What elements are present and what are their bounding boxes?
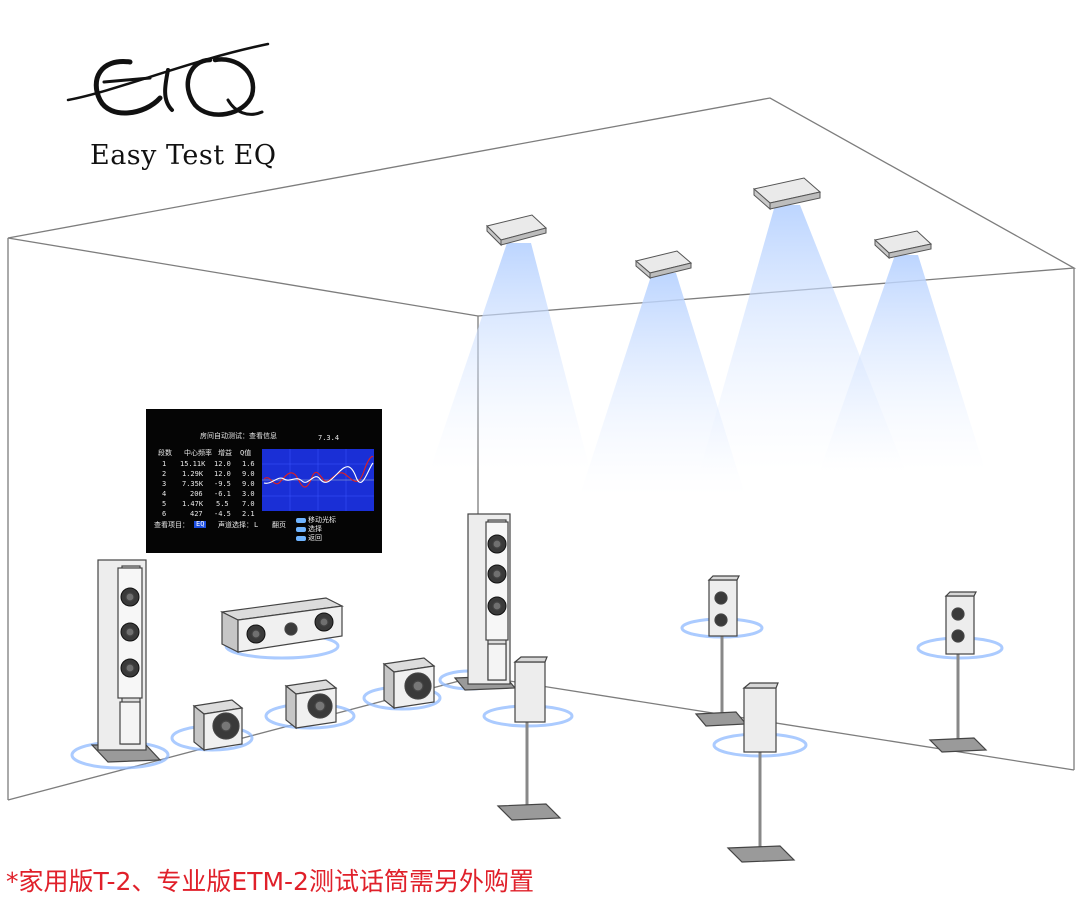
table-header: Q值 xyxy=(240,449,252,457)
table-cell: 1.47K xyxy=(182,500,204,508)
surround-speaker-stand xyxy=(928,591,988,753)
remote-key-icon xyxy=(296,517,306,523)
table-cell: 5.5 xyxy=(216,500,229,508)
subwoofer xyxy=(192,699,244,752)
logo-text: Easy Test EQ xyxy=(90,140,277,171)
table-cell: 9.0 xyxy=(242,470,255,478)
table-cell: 9.0 xyxy=(242,480,255,488)
right-tower-speaker xyxy=(453,513,517,691)
screen-title: 房间自动测试：查看信息 xyxy=(200,432,277,440)
legend-item: 返回 xyxy=(296,535,322,542)
table-header: 增益 xyxy=(218,449,232,457)
ceiling-speaker xyxy=(634,250,693,280)
table-cell: 12.0 xyxy=(214,460,231,468)
ceiling-speaker xyxy=(873,230,933,260)
channel-select-label: 声道选择： xyxy=(218,521,253,529)
table-cell: 4 xyxy=(162,490,167,498)
purchase-footnote: *家用版T-2、专业版ETM-2测试话筒需另外购置 xyxy=(6,867,534,896)
eq-swirl-logo-icon xyxy=(66,42,270,117)
table-cell: 427 xyxy=(190,510,203,518)
table-cell: 1.6 xyxy=(242,460,255,468)
table-cell: 2 xyxy=(162,470,167,478)
table-cell: 7.35K xyxy=(182,480,204,488)
table-cell: 15.11K xyxy=(180,460,206,468)
ceiling-speaker xyxy=(486,214,548,247)
center-speaker xyxy=(219,597,345,653)
subwoofer xyxy=(284,679,338,730)
table-cell: 5 xyxy=(162,500,167,508)
table-cell: 3.0 xyxy=(242,490,255,498)
surround-speaker-stand xyxy=(694,575,748,727)
tv-screen: 房间自动测试：查看信息 7.3.4 段数 中心频率 增益 Q值 1 15.11K… xyxy=(146,409,382,553)
channel-select-value: L xyxy=(254,521,259,529)
table-cell: 12.0 xyxy=(214,470,231,478)
table-cell: 206 xyxy=(190,490,203,498)
table-cell: -9.5 xyxy=(214,480,231,488)
view-item-label: 查看项目： xyxy=(154,521,189,529)
eq-response-graph xyxy=(262,449,374,511)
remote-key-icon xyxy=(296,535,306,541)
surround-speaker-stand xyxy=(496,656,562,821)
view-item-value: EQ xyxy=(194,520,207,528)
table-cell: 1.29K xyxy=(182,470,204,478)
table-header: 段数 xyxy=(158,449,172,457)
table-header: 中心频率 xyxy=(184,449,212,457)
legend-item: 选择 xyxy=(296,526,322,533)
table-cell: -6.1 xyxy=(214,490,231,498)
remote-key-icon xyxy=(296,526,306,532)
channel-code: 7.3.4 xyxy=(318,434,340,442)
ceiling-speaker xyxy=(752,177,822,211)
table-cell: 2.1 xyxy=(242,510,255,518)
left-tower-speaker xyxy=(90,559,162,763)
table-cell: 3 xyxy=(162,480,167,488)
table-cell: -4.5 xyxy=(214,510,231,518)
table-cell: 7.0 xyxy=(242,500,255,508)
table-cell: 6 xyxy=(162,510,167,518)
ceiling-beams xyxy=(430,205,985,495)
table-cell: 1 xyxy=(162,460,167,468)
page-label: 翻页 xyxy=(272,521,286,529)
legend-item: 移动光标 xyxy=(296,517,336,524)
surround-speaker-stand xyxy=(726,682,796,863)
subwoofer xyxy=(382,657,436,710)
